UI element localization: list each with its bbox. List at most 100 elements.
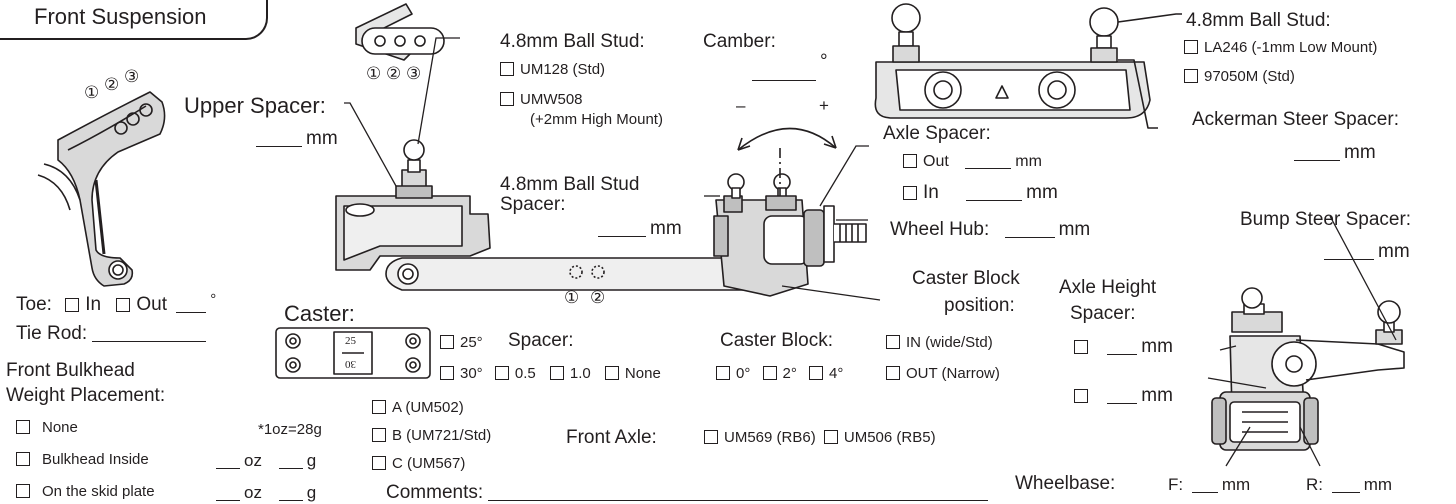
caster-block-position-1: Caster Block: [912, 268, 1020, 289]
wheelbase-r-blank[interactable]: [1331, 476, 1360, 493]
mm-unit: mm: [1026, 182, 1058, 203]
option-97050m: 97050M (Std): [1184, 69, 1295, 84]
spacer-none-checkbox[interactable]: [604, 366, 619, 380]
97050m-checkbox[interactable]: [1184, 69, 1198, 83]
mm-unit: mm: [306, 128, 338, 149]
mm-unit: mm: [1221, 475, 1251, 494]
oz-unit: oz: [244, 451, 262, 470]
mm-unit: mm: [1141, 336, 1173, 357]
bump-steer-blank[interactable]: [1324, 243, 1374, 260]
b-um721-checkbox[interactable]: [372, 428, 386, 442]
front-axle-label: Front Axle:: [566, 427, 657, 448]
axle-out-checkbox[interactable]: [903, 154, 917, 168]
g-unit: g: [306, 483, 317, 502]
caster-25-checkbox[interactable]: [440, 335, 454, 349]
spacer-none-label: None: [624, 365, 661, 382]
toe-row: Toe: In Out °: [16, 292, 216, 314]
caster-block-0-checkbox[interactable]: [716, 366, 730, 380]
axle-in-label: In: [923, 182, 939, 203]
caster-block-4-checkbox[interactable]: [809, 366, 824, 380]
caster-block-position-2: position:: [944, 295, 1015, 316]
toe-blank[interactable]: [176, 296, 207, 313]
tie-rod-label: Tie Rod:: [16, 323, 88, 344]
um128-checkbox[interactable]: [500, 62, 514, 76]
pos-label-1: ①: [84, 83, 100, 102]
ackerman-blank[interactable]: [1294, 144, 1340, 161]
upper-spacer-blank[interactable]: [256, 130, 302, 147]
mm-unit: mm: [1058, 219, 1091, 240]
umw508-checkbox[interactable]: [500, 92, 514, 106]
skid-plate-g-blank[interactable]: [278, 484, 303, 501]
option-caster-30: 30° 0.5 1.0 None: [440, 366, 661, 381]
axle-out-blank[interactable]: [965, 152, 1012, 169]
in-wide-label: IN (wide/Std): [906, 334, 993, 351]
wheel-hub-blank[interactable]: [1004, 221, 1055, 238]
axle-in-blank[interactable]: [966, 184, 1023, 201]
wheelbase-f-blank[interactable]: [1191, 476, 1218, 493]
bulkhead-inside-checkbox[interactable]: [16, 452, 30, 466]
option-la246: LA246 (-1mm Low Mount): [1184, 40, 1377, 55]
c-um567-label: C (UM567): [392, 455, 466, 472]
spacer-05-checkbox[interactable]: [494, 366, 509, 380]
option-caster-25: 25°: [440, 335, 483, 350]
three-hole-plate-drawing: [355, 3, 445, 61]
axle-height-upper-checkbox[interactable]: [1074, 340, 1088, 354]
ball-stud-left-title: 4.8mm Ball Stud:: [500, 31, 645, 52]
oz-unit: oz: [244, 483, 262, 502]
axle-height-lower-checkbox[interactable]: [1074, 389, 1088, 403]
caster-30-checkbox[interactable]: [440, 366, 454, 380]
c-um567-checkbox[interactable]: [372, 456, 386, 470]
mm-unit: mm: [650, 218, 682, 239]
toe-out-checkbox[interactable]: [116, 298, 131, 312]
um569-label: UM569 (RB6): [724, 429, 816, 446]
axle-height-upper-blank[interactable]: [1107, 338, 1138, 355]
skid-plate-label: On the skid plate: [42, 483, 155, 500]
comments-row: Comments:: [386, 483, 992, 502]
bulkhead-label-1: Front Bulkhead: [6, 360, 135, 381]
97050m-label: 97050M (Std): [1204, 68, 1295, 85]
out-narrow-checkbox[interactable]: [886, 366, 900, 380]
option-in-wide: IN (wide/Std): [886, 335, 993, 350]
bulkhead-inside-oz-blank[interactable]: [216, 452, 240, 469]
skid-plate-oz-blank[interactable]: [216, 484, 240, 501]
arm-pos-1: ①: [564, 288, 580, 307]
umw508-label: UMW508: [520, 91, 583, 108]
axle-in-checkbox[interactable]: [903, 186, 917, 200]
out-narrow-label: OUT (Narrow): [906, 365, 1000, 382]
ackerman-value: mm: [1290, 143, 1376, 162]
caster-block-30: 30: [345, 358, 356, 370]
pos-label-3: ③: [124, 67, 140, 86]
bulkhead-label-2: Weight Placement:: [6, 385, 166, 406]
um506-checkbox[interactable]: [823, 430, 838, 444]
weight-none-label: None: [42, 419, 78, 436]
comments-blank[interactable]: [488, 484, 989, 501]
weight-none-checkbox[interactable]: [16, 420, 30, 434]
option-skid-plate: On the skid plate: [16, 484, 155, 499]
la246-checkbox[interactable]: [1184, 40, 1198, 54]
axle-height-label-2: Spacer:: [1070, 303, 1136, 324]
caster-block-2-checkbox[interactable]: [762, 366, 777, 380]
camber-label: Camber:: [703, 31, 776, 52]
caster-block-options: 0° 2° 4°: [716, 366, 843, 381]
skid-plate-checkbox[interactable]: [16, 484, 30, 498]
camber-blank[interactable]: [752, 64, 816, 81]
tie-rod-blank[interactable]: [92, 325, 207, 342]
upper-spacer-label: Upper Spacer:: [184, 93, 326, 118]
axle-out-label: Out: [923, 153, 949, 170]
la246-label: LA246 (-1mm Low Mount): [1204, 39, 1378, 56]
bulkhead-inside-g-blank[interactable]: [278, 452, 303, 469]
bulkhead-inside-label: Bulkhead Inside: [42, 451, 149, 468]
axle-height-lower-blank[interactable]: [1107, 387, 1138, 404]
um569-checkbox[interactable]: [704, 430, 718, 444]
ball-stud-right-title: 4.8mm Ball Stud:: [1186, 10, 1331, 31]
spacer-10-checkbox[interactable]: [549, 366, 564, 380]
mm-unit: mm: [1141, 385, 1173, 406]
toe-in-checkbox[interactable]: [65, 298, 80, 312]
oz-conversion-note: *1oz=28g: [258, 421, 322, 438]
caster-block-2-label: 2°: [782, 365, 797, 382]
a-um502-checkbox[interactable]: [372, 400, 386, 414]
caster-spacer-block-icon: [275, 327, 431, 379]
ball-stud-spacer-blank[interactable]: [598, 220, 646, 237]
in-wide-checkbox[interactable]: [886, 335, 900, 349]
